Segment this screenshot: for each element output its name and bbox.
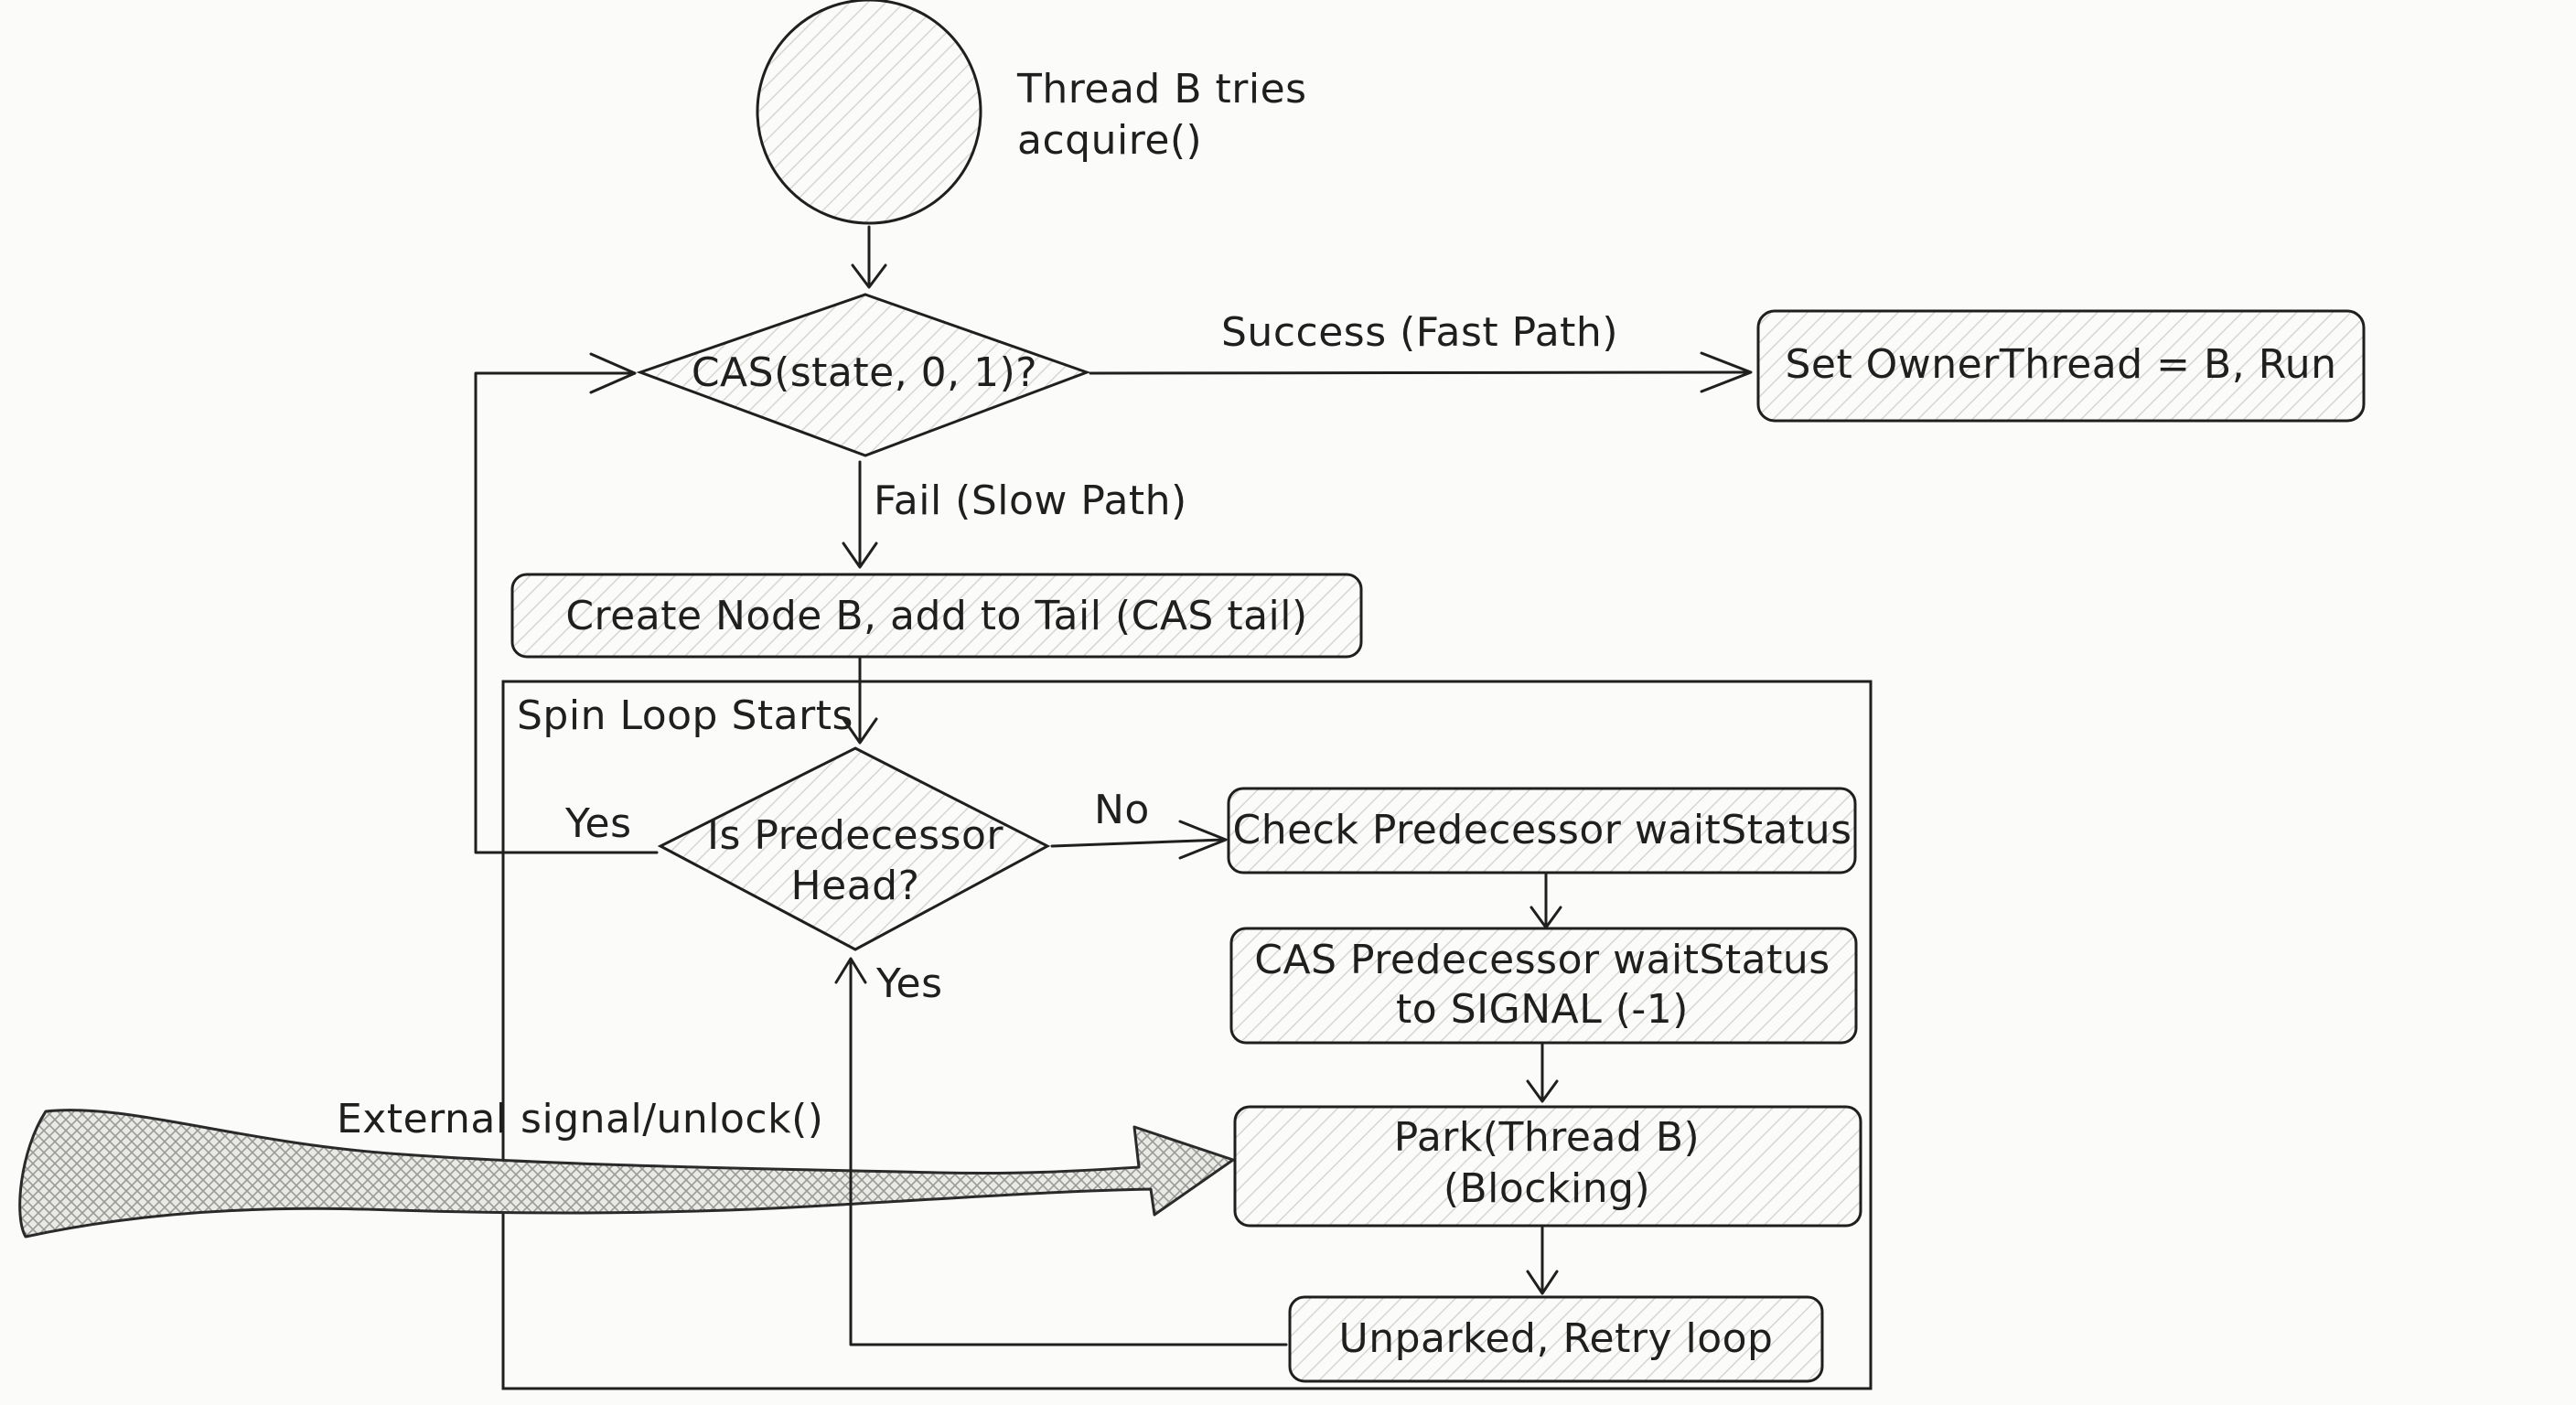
set-owner-label: Set OwnerThread = B, Run — [1785, 341, 2336, 388]
create-node-label: Create Node B, add to Tail (CAS tail) — [565, 593, 1307, 639]
spin-loop-label: Spin Loop Starts — [517, 692, 853, 739]
start-label-line1: Thread B tries — [1016, 66, 1307, 113]
arrowhead-no — [1178, 820, 1228, 860]
park-box — [1233, 1105, 1862, 1228]
success-label: Success (Fast Path) — [1221, 309, 1618, 356]
arrowhead-caspred — [1526, 1079, 1559, 1103]
arrow-success — [1089, 370, 1751, 375]
arrowhead-park — [1526, 1270, 1559, 1295]
cas-pred-label-line1: CAS Predecessor waitStatus — [1254, 937, 1830, 983]
unparked-box — [1288, 1295, 1824, 1383]
cas-decision-diamond — [636, 293, 1091, 457]
yes-left-label: Yes — [564, 800, 632, 847]
arrowhead-retry — [834, 957, 867, 984]
create-node-box — [510, 573, 1363, 659]
park-label-line1: Park(Thread B) — [1394, 1114, 1700, 1161]
yes-up-label: Yes — [875, 960, 943, 1007]
arrow-no — [1050, 838, 1226, 848]
predecessor-label-line2: Head? — [791, 863, 920, 909]
start-circle — [756, 0, 982, 225]
cas-pred-box — [1229, 927, 1858, 1045]
fail-label: Fail (Slow Path) — [874, 477, 1187, 524]
set-owner-box — [1756, 309, 2366, 423]
arrowhead-yes-loop — [589, 352, 637, 394]
start-label-line2: acquire() — [1017, 117, 1202, 164]
unparked-label: Unparked, Retry loop — [1339, 1315, 1774, 1362]
cas-pred-label-line2: to SIGNAL (-1) — [1396, 986, 1689, 1033]
spin-loop-frame — [501, 680, 1873, 1390]
arrowhead-start — [851, 263, 887, 289]
arrow-yes-loop — [474, 371, 659, 854]
arrowhead-create — [842, 717, 878, 745]
arrow-retry-loop — [849, 959, 1288, 1346]
check-wait-label: Check Predecessor waitStatus — [1232, 807, 1852, 853]
no-label: No — [1094, 787, 1150, 833]
arrowhead-success — [1700, 351, 1753, 393]
external-signal-arrow — [18, 1109, 1235, 1239]
park-label-line2: (Blocking) — [1444, 1165, 1650, 1212]
external-signal-label: External signal/unlock() — [337, 1096, 823, 1142]
check-wait-box — [1227, 787, 1857, 874]
cas-decision-label: CAS(state, 0, 1)? — [692, 349, 1037, 396]
arrowhead-fail — [842, 542, 878, 569]
predecessor-diamond — [657, 746, 1051, 951]
predecessor-label-line1: Is Predecessor — [707, 812, 1004, 859]
